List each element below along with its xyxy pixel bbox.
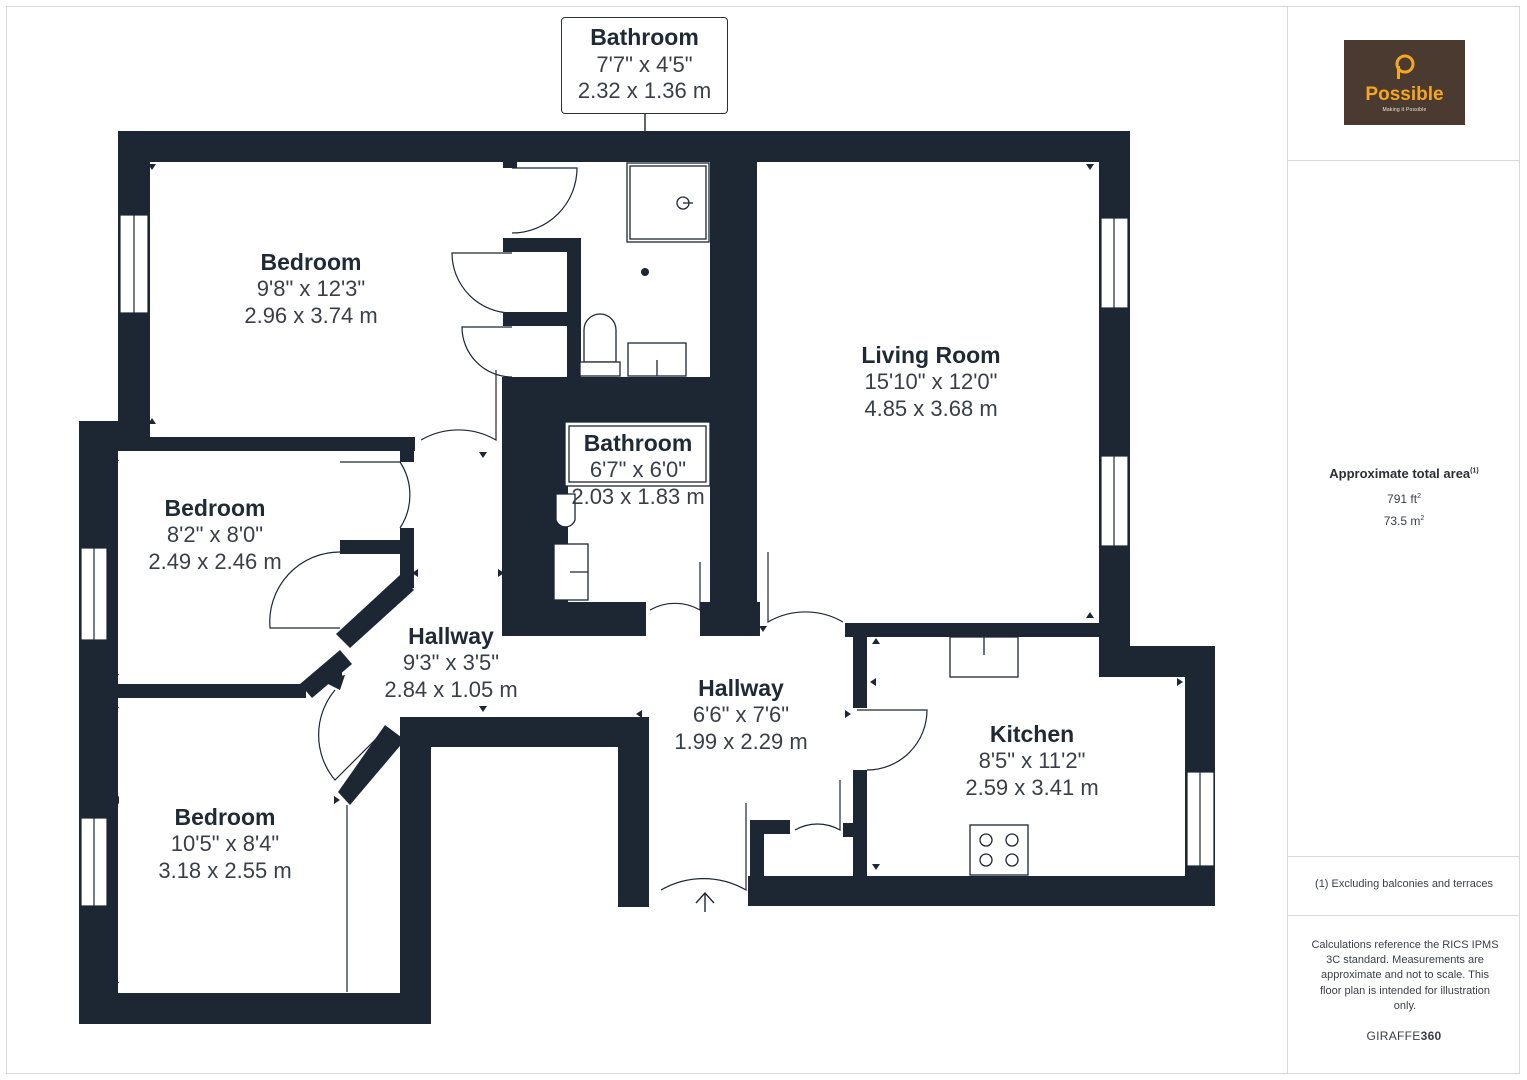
room-size-metric: 2.32 x 1.36 m [577, 77, 712, 103]
dimension-markers [111, 164, 1183, 988]
room-size-imperial: 9'3" x 3'5" [402, 650, 500, 676]
room-name: Living Room [861, 342, 1001, 368]
footnote: (1) Excluding balconies and terraces [1315, 878, 1493, 890]
brand-prefix: GIRAFFE [1366, 1029, 1421, 1043]
room-name: Bathroom [590, 24, 699, 50]
page-frame [6, 6, 1520, 1074]
room-size-metric: 2.96 x 3.74 m [244, 302, 378, 328]
room-size-metric: 2.03 x 1.83 m [571, 483, 705, 509]
entrance-arrow-icon [695, 891, 715, 912]
shower-icon [626, 162, 710, 243]
room-label-living-room: Living Room 15'10" x 12'0" 4.85 x 3.68 m [861, 341, 1000, 423]
room-size-imperial: 7'7" x 4'5" [596, 51, 693, 77]
toilet-icon-2 [555, 493, 576, 528]
room-size-metric: 3.18 x 2.55 m [158, 857, 292, 883]
logo-tagline: Making it Possible [1382, 107, 1427, 113]
room-name: Bedroom [260, 249, 362, 275]
room-name: Hallway [408, 623, 494, 649]
room-size-imperial: 8'5" x 11'2" [978, 748, 1086, 774]
room-size-metric: 2.84 x 1.05 m [384, 676, 518, 702]
windows [80, 214, 1215, 907]
disclaimer: Calculations reference the RICS IPMS 3C … [1311, 939, 1499, 1012]
room-name: Bedroom [164, 495, 266, 521]
company-logo: Possible Making it Possible [1344, 40, 1465, 125]
logo-p-icon [1395, 54, 1415, 79]
drain-icon [641, 268, 649, 276]
room-size-metric: 2.49 x 2.46 m [148, 548, 282, 574]
room-label-bedroom-3: Bedroom 10'5" x 8'4" 3.18 x 2.55 m [158, 803, 291, 885]
walls [79, 131, 1215, 1024]
room-label-bathroom-2: Bathroom 6'7" x 6'0" 2.03 x 1.83 m [571, 429, 704, 511]
brand-suffix: 360 [1420, 1029, 1442, 1043]
sidebar-separator [1288, 160, 1520, 161]
area-title-text: Approximate total area [1329, 466, 1471, 481]
room-size-imperial: 6'7" x 6'0" [589, 457, 687, 483]
doors [269, 167, 928, 992]
area-title: Approximate total area(1) [1288, 466, 1520, 481]
room-size-metric: 4.85 x 3.68 m [864, 395, 998, 421]
sidebar-separator [1288, 856, 1520, 857]
logo-wordmark: Possible [1365, 84, 1444, 105]
area-sqft-value: 791 ft [1387, 492, 1418, 506]
toilet-icon [579, 313, 621, 377]
room-size-metric: 1.99 x 2.29 m [674, 728, 808, 754]
area-sqft: 791 ft2 [1288, 492, 1520, 506]
room-size-imperial: 15'10" x 12'0" [864, 369, 998, 395]
area-note-marker: (1) [1470, 467, 1479, 475]
sidebar-separator [1288, 915, 1520, 916]
area-sqm: 73.5 m2 [1288, 514, 1520, 528]
area-sqm-value: 73.5 m [1383, 514, 1421, 528]
superscript: 2 [1417, 493, 1421, 500]
room-label-bedroom-1: Bedroom 9'8" x 12'3" 2.96 x 3.74 m [244, 248, 377, 330]
room-label-hallway-1: Hallway 9'3" x 3'5" 2.84 x 1.05 m [384, 622, 517, 704]
room-label-hallway-2: Hallway 6'6" x 7'6" 1.99 x 2.29 m [674, 674, 807, 756]
room-name: Hallway [698, 675, 784, 701]
superscript: 2 [1420, 515, 1425, 522]
room-size-imperial: 6'6" x 7'6" [692, 702, 790, 728]
room-size-imperial: 8'2" x 8'0" [166, 522, 264, 548]
brand-credit: GIRAFFE360 [1288, 1029, 1520, 1043]
room-size-metric: 2.59 x 3.41 m [965, 774, 1099, 800]
room-name: Bathroom [583, 430, 693, 456]
sidebar-divider [1287, 6, 1288, 1074]
room-label-kitchen: Kitchen 8'5" x 11'2" 2.59 x 3.41 m [965, 720, 1098, 802]
room-size-imperial: 10'5" x 8'4" [170, 831, 280, 857]
room-name: Kitchen [989, 721, 1075, 747]
kitchen-sink-icon [949, 636, 1019, 678]
room-label-bedroom-2: Bedroom 8'2" x 8'0" 2.49 x 2.46 m [148, 494, 281, 576]
room-size-imperial: 9'8" x 12'3" [256, 276, 366, 302]
floor-plan [79, 114, 1215, 1024]
bath-icon [564, 421, 711, 487]
sink-icon [627, 342, 687, 377]
hob-icon [969, 824, 1029, 876]
sink-icon-2 [553, 543, 589, 601]
room-label-bathroom-top: Bathroom 7'7" x 4'5" 2.32 x 1.36 m [561, 17, 728, 114]
room-name: Bedroom [174, 804, 276, 830]
